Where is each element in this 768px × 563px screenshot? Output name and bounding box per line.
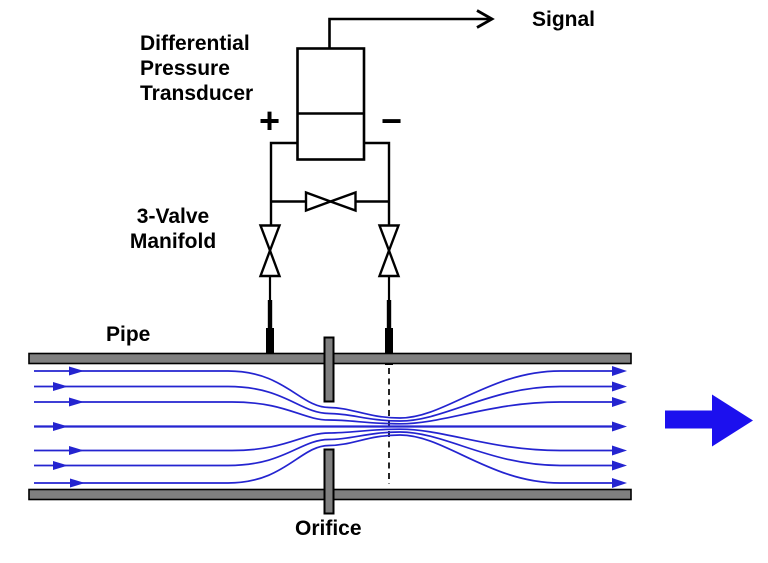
signal-label: Signal	[532, 8, 596, 31]
left-tap-mid	[267, 300, 273, 329]
pipe-label: Pipe	[106, 323, 151, 346]
streamline-arrowheads	[53, 366, 85, 488]
transducer-label: Differential Pressure Transducer	[140, 31, 253, 106]
streamline	[34, 397, 627, 425]
streamline	[34, 434, 627, 488]
right-tap-mid	[386, 300, 392, 329]
transducer-body	[296, 47, 366, 161]
bypass-valve-icon	[326, 190, 357, 213]
minus-sign: −	[381, 100, 403, 141]
right-impulse-line	[364, 141, 391, 226]
orifice-plate-upper	[323, 336, 335, 403]
flow-arrowhead-icon	[69, 446, 84, 455]
orifice-plate-lower	[323, 448, 335, 515]
right-block-valve-icon	[377, 224, 401, 254]
signal-arrow-icon	[476, 9, 495, 29]
bypass-valve-icon	[304, 190, 334, 213]
signal-wire	[328, 17, 491, 48]
streamline	[34, 428, 627, 456]
manifold-label-line2: Manifold	[129, 230, 217, 253]
transducer-label-line3: Transducer	[140, 82, 254, 105]
left-impulse-line	[269, 141, 298, 226]
flow-arrowhead-icon	[53, 422, 68, 431]
transducer-label-line2: Pressure	[140, 57, 230, 80]
orifice-label: Orifice	[295, 517, 362, 540]
streamline	[34, 366, 627, 419]
manifold-label-line1: 3-Valve	[136, 205, 210, 228]
left-block-valve-icon	[258, 224, 282, 254]
flow-arrowhead-icon	[70, 478, 85, 488]
plus-sign: +	[259, 100, 281, 141]
flow-arrowhead-icon	[53, 382, 68, 391]
flow-arrowhead-icon	[69, 366, 84, 376]
streamline	[34, 381, 627, 422]
streamline	[34, 431, 627, 471]
flow-direction-arrow-icon	[665, 394, 753, 447]
transducer-outline	[296, 47, 366, 161]
manifold-valves	[258, 190, 401, 278]
right-pressure-tap	[385, 328, 393, 365]
streamlines	[34, 366, 627, 488]
left-pressure-tap	[266, 328, 274, 364]
flow-arrowhead-icon	[69, 397, 84, 407]
right-block-valve-icon	[377, 247, 401, 278]
pressure-taps	[266, 276, 393, 365]
transducer-label-line1: Differential	[140, 32, 250, 55]
orifice-plate	[323, 336, 335, 515]
manifold-label: 3-Valve Manifold	[103, 204, 243, 254]
left-block-valve-icon	[258, 247, 282, 278]
flow-arrowhead-icon	[53, 461, 68, 470]
